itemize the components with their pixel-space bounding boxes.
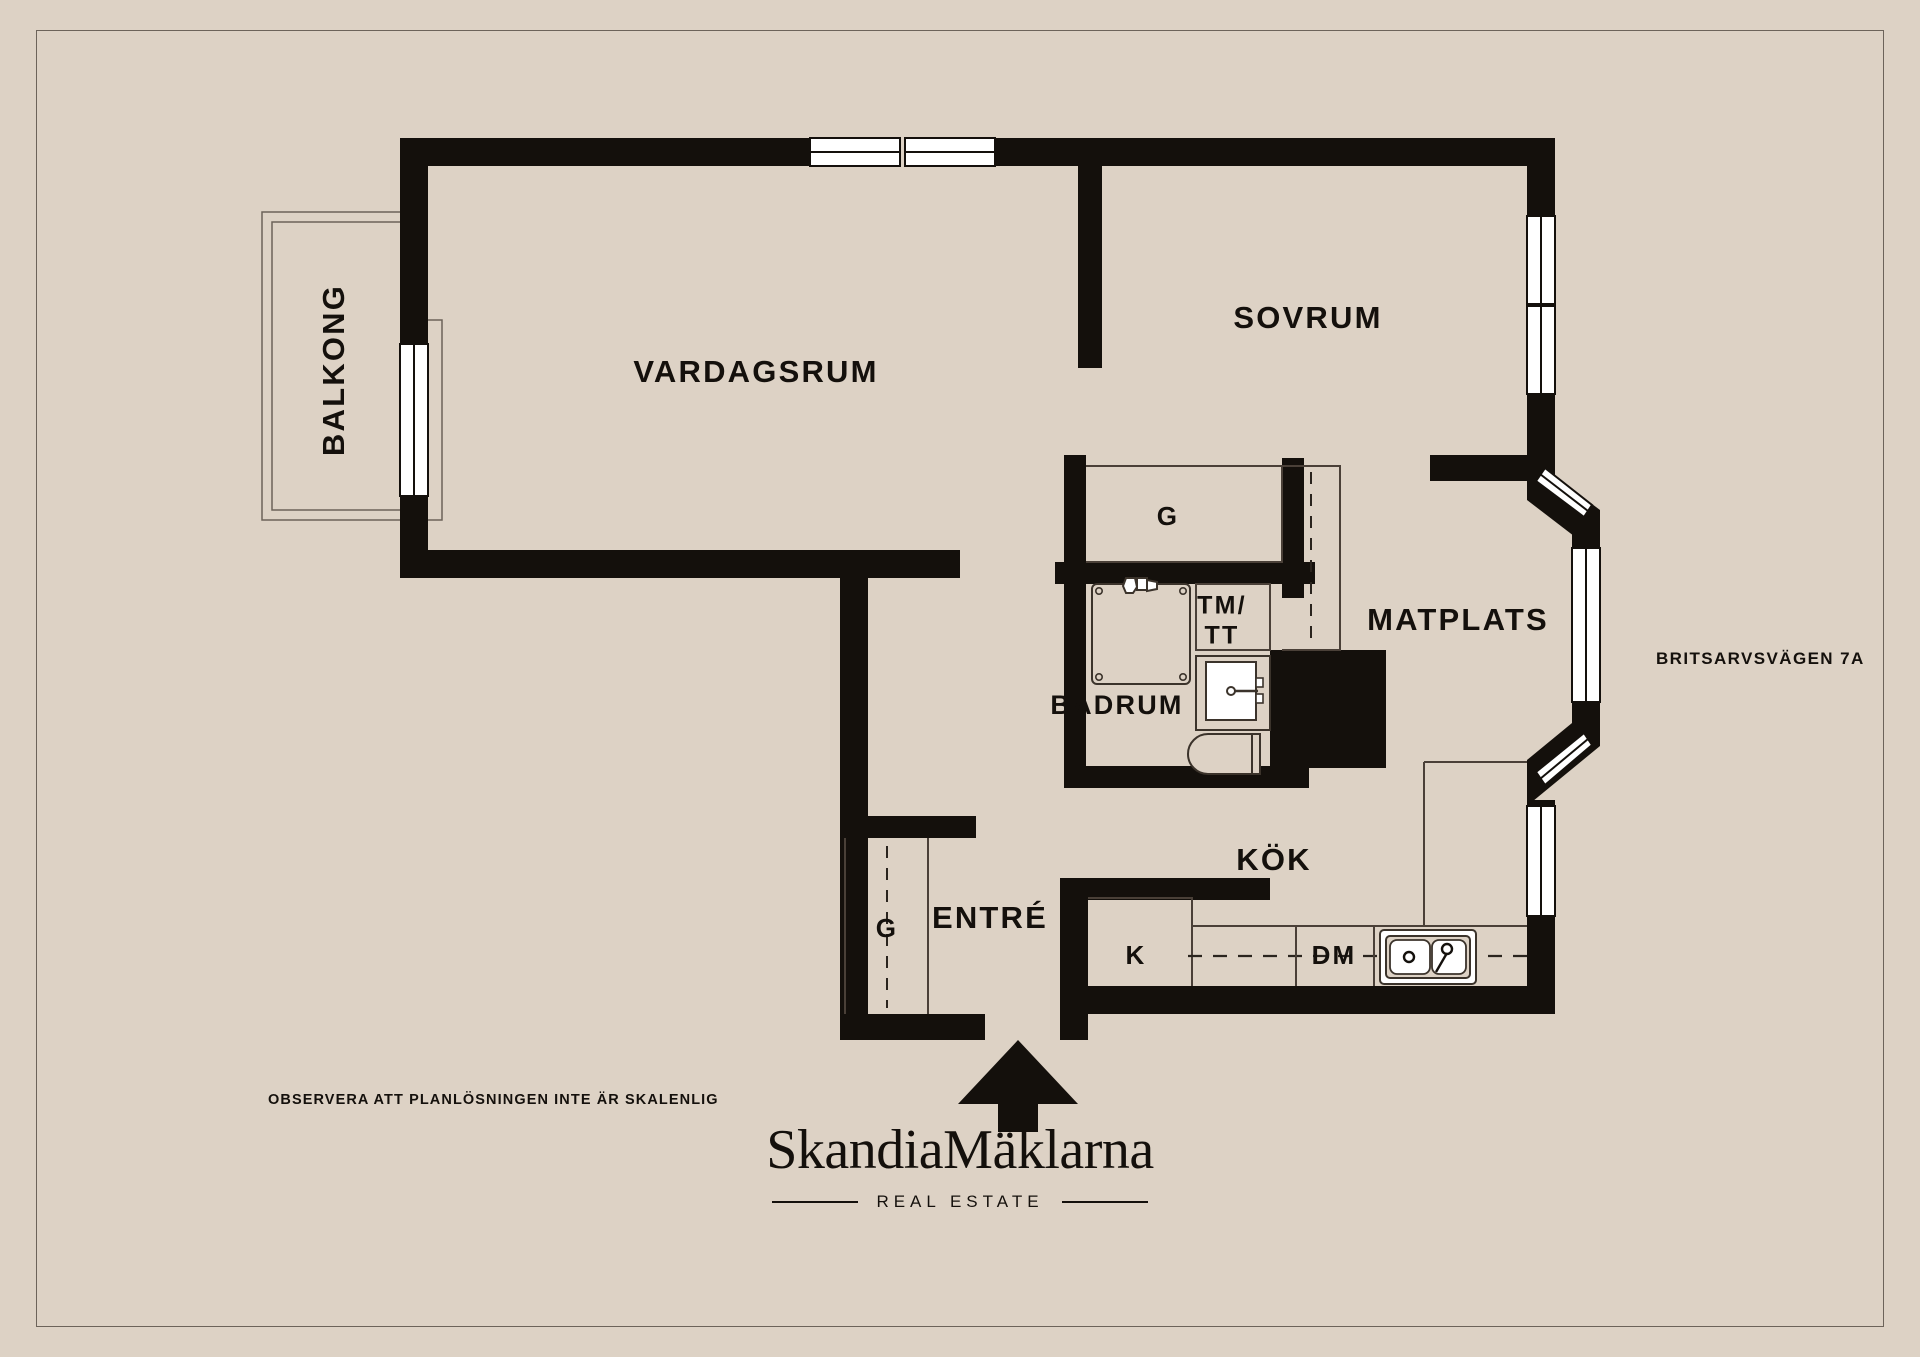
washer-dryer-box: [1195, 583, 1271, 651]
fixture-label-washer: TM/: [1197, 592, 1247, 620]
entrance-arrow-icon: [958, 1040, 1078, 1132]
brand-logo: SkandiaMäklarna REAL ESTATE: [0, 1122, 1920, 1212]
room-label-matplats: MATPLATS: [1367, 602, 1549, 637]
room-label-vardagsrum: VARDAGSRUM: [633, 354, 878, 389]
toilet-icon: [1187, 733, 1261, 775]
storage-niche: [1282, 465, 1341, 651]
exterior-walls: [400, 138, 1555, 1014]
badrum-fixtures: [1091, 577, 1271, 775]
fixture-label-closet-entry: G: [876, 913, 898, 943]
closet-bath-g: [1086, 465, 1283, 563]
room-label-sovrum: SOVRUM: [1233, 300, 1382, 335]
room-label-badrum: BADRUM: [1050, 690, 1183, 720]
fixture-label-dryer: TT: [1205, 622, 1240, 650]
divider-right: [1061, 1201, 1148, 1203]
room-label-kok: KÖK: [1236, 842, 1312, 877]
room-label-balkong: BALKONG: [316, 284, 351, 456]
divider-left: [772, 1201, 859, 1203]
fixture-label-closet-bath: G: [1157, 501, 1179, 531]
disclaimer-text: OBSERVERA ATT PLANLÖSNINGEN INTE ÄR SKAL…: [268, 1091, 719, 1108]
sink-basin-icon: [1195, 655, 1271, 731]
brand-tagline-row: REAL ESTATE: [0, 1192, 1920, 1212]
address-label: BRITSARVSVÄGEN 7A: [1656, 649, 1865, 668]
interior-walls: [840, 455, 1386, 1040]
fixture-label-dishwasher: DM: [1312, 940, 1357, 970]
room-label-entre: ENTRÉ: [932, 900, 1048, 935]
windows: [399, 137, 1556, 917]
bay-window-icon: [1527, 455, 1601, 806]
fixture-label-stove: K: [1126, 940, 1147, 970]
closet-entry-g: [844, 838, 929, 1014]
kitchen-sink-icon: [1379, 929, 1477, 985]
shower-icon: [1091, 577, 1191, 685]
brand-wordmark: SkandiaMäklarna: [766, 1119, 1154, 1181]
brand-tagline: REAL ESTATE: [876, 1192, 1044, 1211]
kitchen-counters: [1088, 761, 1527, 986]
